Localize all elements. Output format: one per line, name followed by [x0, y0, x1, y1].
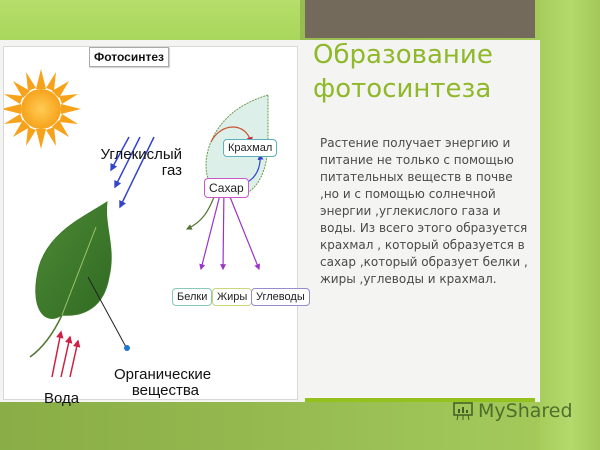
content-panel [300, 40, 540, 402]
sun-icon [4, 69, 81, 149]
presentation-board-icon [453, 402, 473, 421]
myshared-watermark: MyShared [452, 400, 573, 422]
diagram-graphics [4, 69, 269, 378]
watermark-text: MyShared [478, 400, 573, 422]
photosynthesis-diagram: Фотосинтез Углекислый газ Крахмал Сахар … [3, 46, 310, 407]
starch-label: Крахмал [223, 139, 278, 157]
fats-label: Жиры [212, 288, 253, 306]
right-strip [540, 0, 600, 450]
title-line-1: Образование [313, 40, 493, 70]
title-header-bar [305, 0, 535, 38]
leaf-illustration [29, 200, 130, 358]
slide-body-text: Растение получает энергию и питание не т… [320, 136, 528, 286]
organic-matter-label: Органические вещества [114, 366, 212, 399]
proteins-label: Белки [172, 288, 213, 306]
co2-label: Углекислый газ [100, 146, 182, 179]
title-line-2: фотосинтеза [313, 74, 492, 104]
sugar-label: Сахар [204, 178, 249, 198]
slide-title: Образование фотосинтеза [313, 38, 493, 106]
top-left-band [0, 0, 300, 40]
diagram-heading: Фотосинтез [89, 47, 169, 67]
carbs-label: Углеводы [251, 288, 310, 306]
accent-underline [305, 398, 535, 402]
water-label: Вода [44, 390, 80, 407]
